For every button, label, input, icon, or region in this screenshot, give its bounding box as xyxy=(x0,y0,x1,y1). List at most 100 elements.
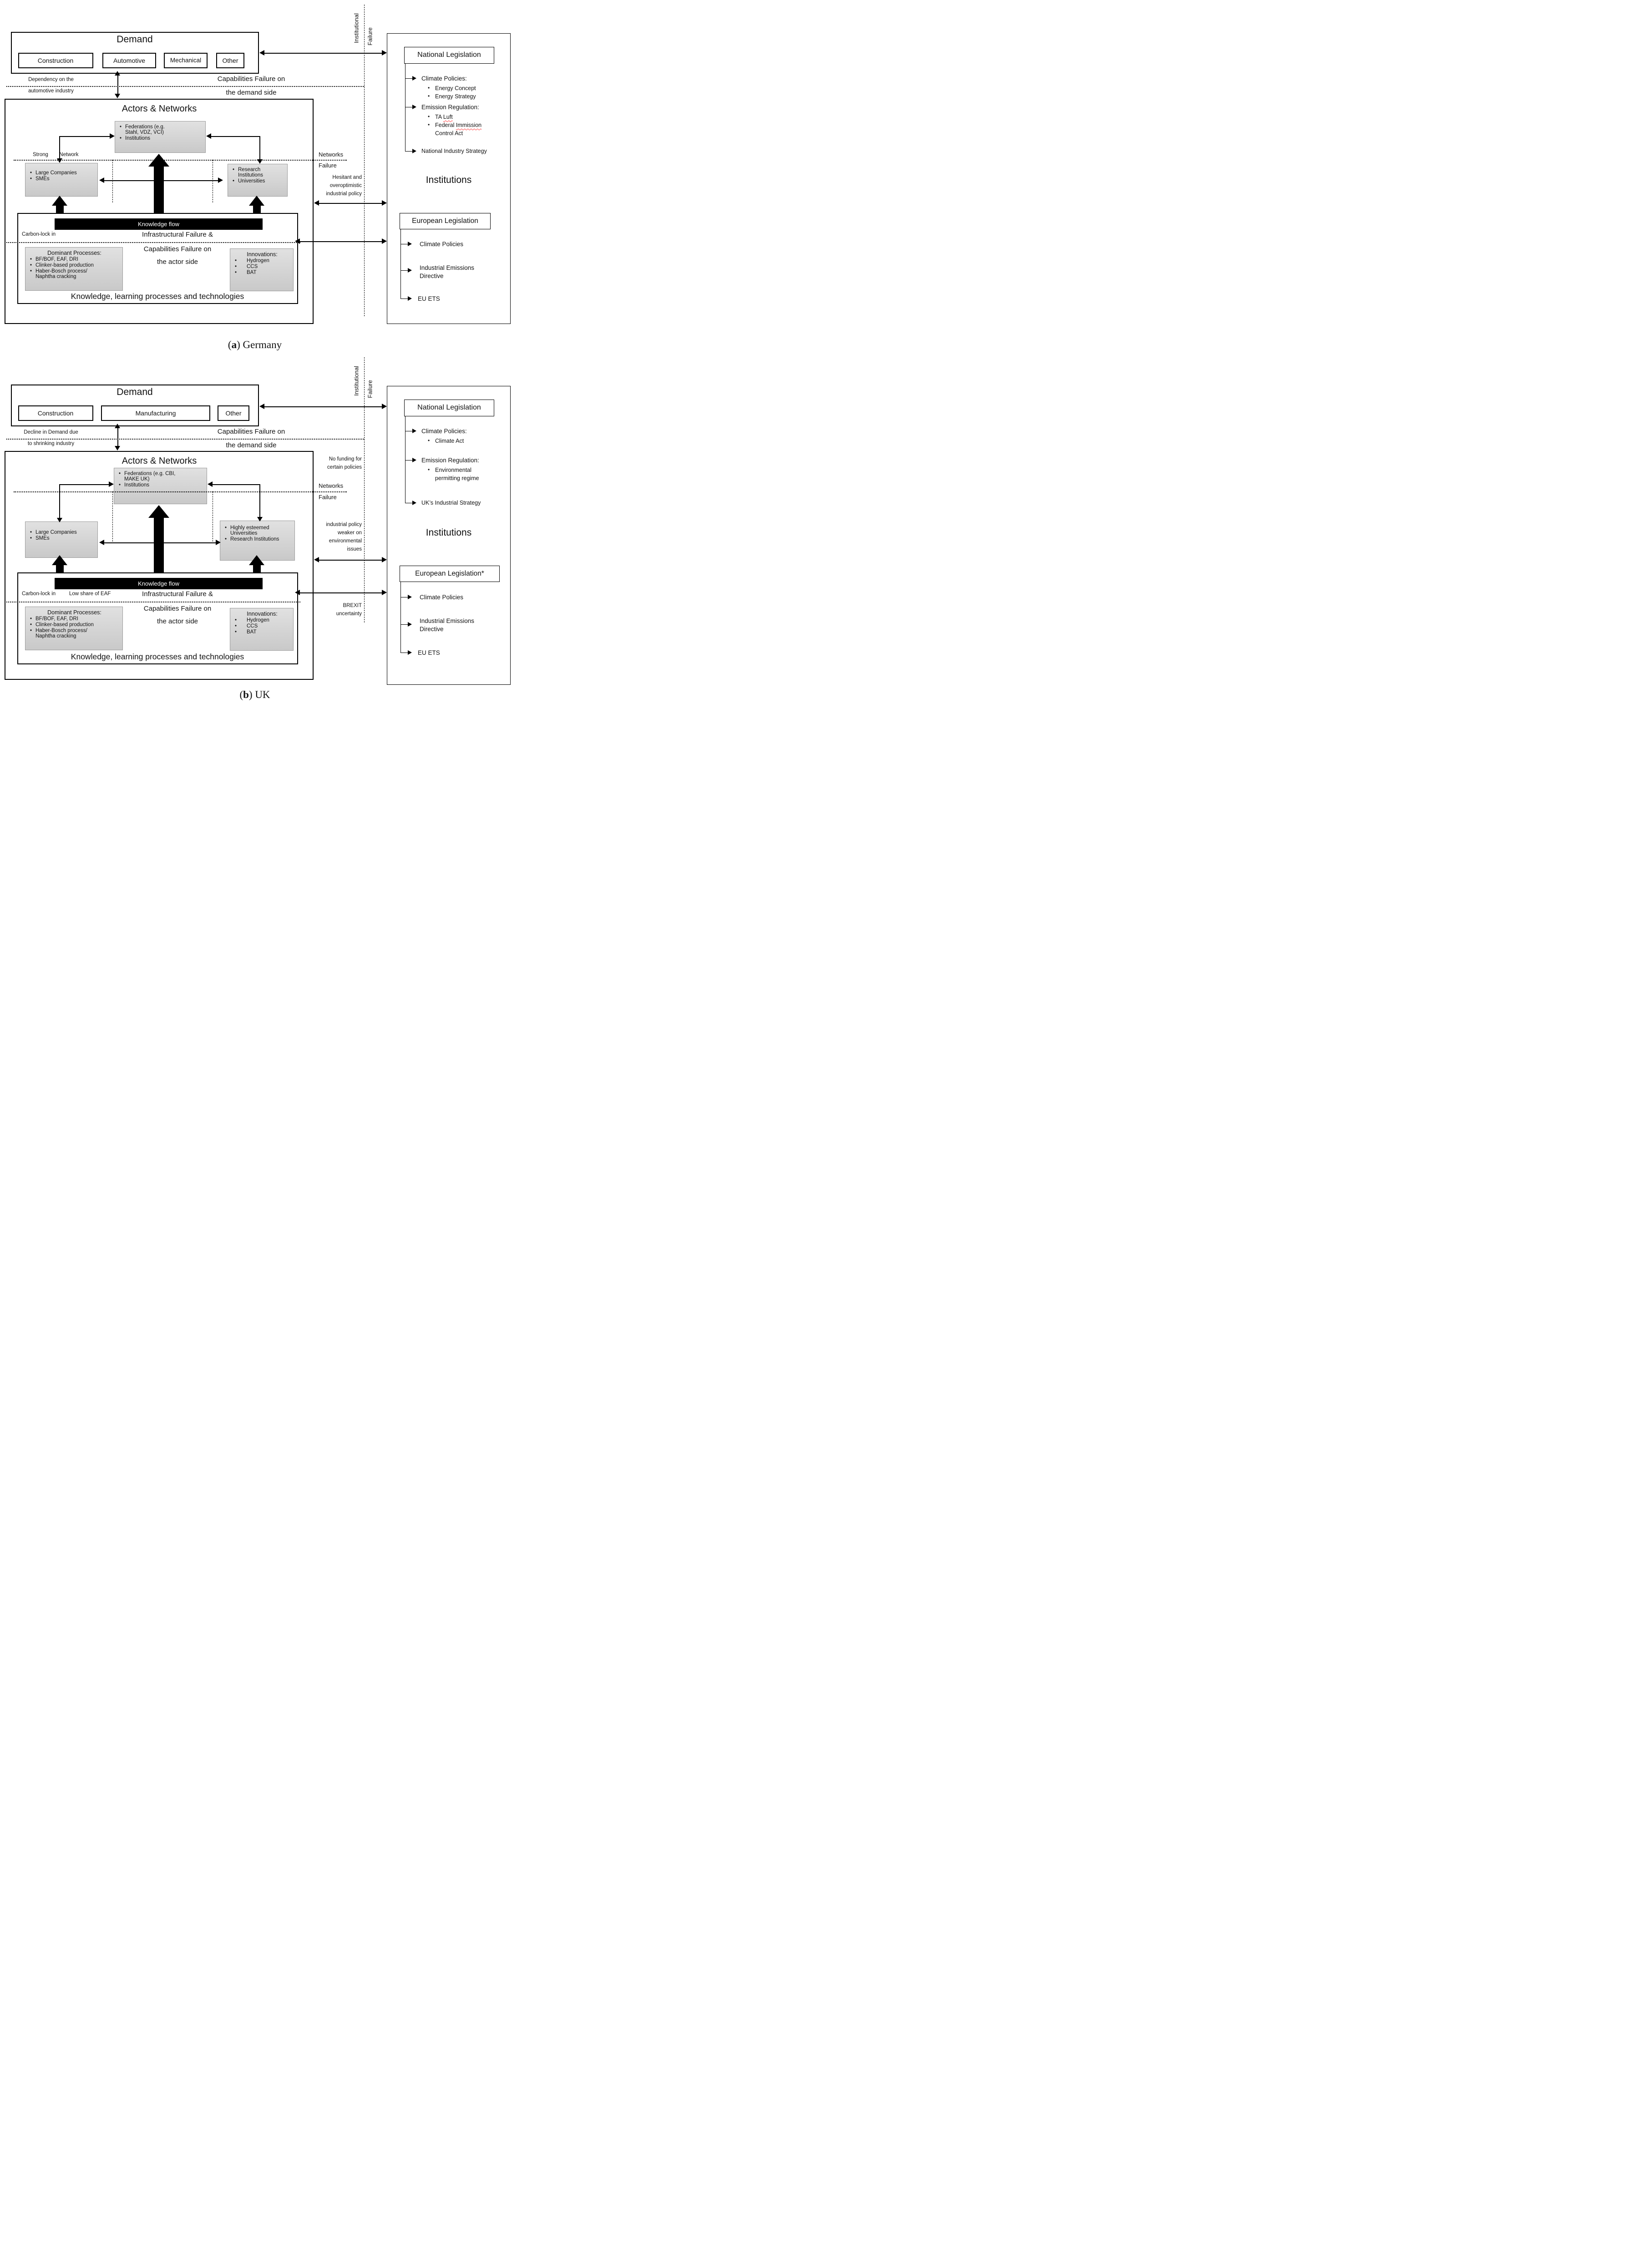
industry-box-mechanical xyxy=(164,53,208,68)
federations-box: Federations (e.g. CBI,MAKE UK) Instituti… xyxy=(114,468,207,504)
branch-arrowhead xyxy=(412,76,416,81)
carbon-lock-dotted-line xyxy=(6,242,300,243)
brexit-note-line: uncertainty xyxy=(336,611,362,617)
carbon-lock-note: Carbon-lock in xyxy=(22,591,56,597)
innovation-item: BAT xyxy=(247,270,257,275)
figure-canvas: Demand Construction Automotive Mechanica… xyxy=(0,0,517,707)
policy-note-line: Hesitant and xyxy=(332,175,362,180)
demand-actors-arrow-up xyxy=(115,71,120,76)
policy-note-line: overoptimistic xyxy=(329,183,362,188)
eu-item-ied-1: Industrial Emissions xyxy=(420,264,475,271)
demand-institutions-arrow-line xyxy=(264,406,382,407)
branch-arrowhead xyxy=(408,242,412,246)
research-item: Universities xyxy=(238,178,265,184)
process-item: Clinker-based production xyxy=(35,622,94,627)
industry-label: Manufacturing xyxy=(135,410,176,417)
actors-institutions-arrow-right xyxy=(382,557,387,562)
national-legislation-header xyxy=(404,47,494,64)
companies-item: Large Companies xyxy=(35,530,77,535)
actors-institutions-arrow-left xyxy=(314,557,319,562)
knowledge-flow-center-shaft xyxy=(154,166,164,219)
dominant-processes-title: Dominant Processes: xyxy=(47,250,101,256)
process-item: Naphtha cracking xyxy=(35,274,76,279)
european-tree-trunk xyxy=(400,582,401,653)
no-funding-note: No funding for certain policies xyxy=(300,455,362,471)
companies-research-arrow-right xyxy=(216,540,221,545)
institutional-failure-dashed-line xyxy=(364,5,365,316)
demand-institutions-arrow-left xyxy=(259,50,264,56)
federations-item: Federations (e.g. CBI, xyxy=(124,471,176,476)
federations-item: Institutions xyxy=(125,136,150,141)
knowledge-eu-arrow-right xyxy=(382,238,387,244)
research-connector-vertical xyxy=(259,136,260,160)
decline-note-line1: Decline in Demand due xyxy=(24,430,78,435)
branch-arrowhead xyxy=(412,458,416,462)
emission-item-ta-luft: TA Luft xyxy=(435,113,453,121)
bullet-dot: • xyxy=(428,437,430,444)
process-item: Clinker-based production xyxy=(35,263,94,268)
climate-policies-label: Climate Policies: xyxy=(421,428,467,435)
companies-box: Large Companies SMEs xyxy=(25,163,98,197)
knowledge-flow-center-shaft xyxy=(154,517,164,579)
research-item: Research xyxy=(238,167,261,172)
actors-dashed-divider-left xyxy=(112,160,113,202)
branch-arrowhead xyxy=(408,622,412,627)
demand-actors-arrow-line xyxy=(117,75,118,94)
demand-actors-arrow-down xyxy=(115,94,120,98)
federations-item: Stahl, VDZ, VCI) xyxy=(125,130,164,135)
national-legislation-title: National Legislation xyxy=(417,404,481,411)
companies-connector-vertical xyxy=(59,136,60,159)
demand-institutions-arrow-right xyxy=(382,404,387,409)
capabilities-demand-line2: the demand side xyxy=(226,441,277,449)
knowledge-flow-left-arrowhead xyxy=(52,555,67,565)
knowledge-title: Knowledge, learning processes and techno… xyxy=(71,652,244,661)
climate-policies-label: Climate Policies: xyxy=(421,75,467,82)
knowledge-flow-center-arrowhead xyxy=(148,154,169,167)
demand-title: Demand xyxy=(117,387,153,397)
institutions-outer-box xyxy=(387,33,511,324)
industry-box-other xyxy=(216,53,244,68)
national-branch-1 xyxy=(405,78,413,79)
connector-arrowhead-left xyxy=(208,481,213,487)
branch-arrowhead xyxy=(412,429,416,433)
institutions-title: Institutions xyxy=(426,527,472,538)
process-item: Naphtha cracking xyxy=(35,633,76,639)
connector-arrowhead-down xyxy=(257,159,263,164)
emission-regulation-label: Emission Regulation: xyxy=(421,457,479,464)
bullet-dot: • xyxy=(428,121,430,128)
strong-network-label: Strong Network xyxy=(33,152,78,158)
research-item: Highly esteemed xyxy=(230,525,269,531)
research-federations-connector xyxy=(212,484,259,485)
research-item: Universities xyxy=(230,531,258,536)
connector-arrowhead-right xyxy=(109,481,114,487)
companies-federations-connector xyxy=(59,136,110,137)
companies-item: SMEs xyxy=(35,176,50,182)
capabilities-actor-line1: Capabilities Failure on xyxy=(143,245,212,253)
national-legislation-header xyxy=(404,400,494,416)
institutional-failure-dashed-line xyxy=(364,357,365,622)
knowledge-flow-right-arrowhead xyxy=(249,196,264,206)
networks-failure-line2: Failure xyxy=(319,162,337,169)
branch-arrowhead xyxy=(412,501,416,505)
industry-label: Automotive xyxy=(113,57,146,64)
innovation-item: Hydrogen xyxy=(247,617,269,623)
demand-actors-arrow-down xyxy=(115,446,120,450)
eu-item-ied-2: Directive xyxy=(420,273,444,279)
eu-item-ied-1: Industrial Emissions xyxy=(420,617,475,624)
innovations-box: Innovations: Hydrogen CCS BAT xyxy=(230,248,294,291)
caption-letter: b xyxy=(243,689,249,700)
capabilities-demand-line2: the demand side xyxy=(226,89,277,96)
knowledge-eu-arrow-left xyxy=(295,590,300,595)
institutions-outer-box xyxy=(387,386,511,685)
dependency-note-line1: Dependency on the xyxy=(28,77,74,82)
companies-box: Large Companies SMEs xyxy=(25,521,98,558)
demand-actors-arrow-up xyxy=(115,424,120,428)
european-branch-2 xyxy=(400,624,409,625)
industry-label: Construction xyxy=(37,57,74,64)
process-item: BF/BOF, EAF, DRI xyxy=(35,257,78,262)
emission-item: permitting regime xyxy=(435,475,479,481)
dominant-processes-box: Dominant Processes: BF/BOF, EAF, DRI Cli… xyxy=(25,247,123,291)
capabilities-actor-line2: the actor side xyxy=(157,258,198,266)
networks-failure-line1: Networks xyxy=(319,151,344,158)
